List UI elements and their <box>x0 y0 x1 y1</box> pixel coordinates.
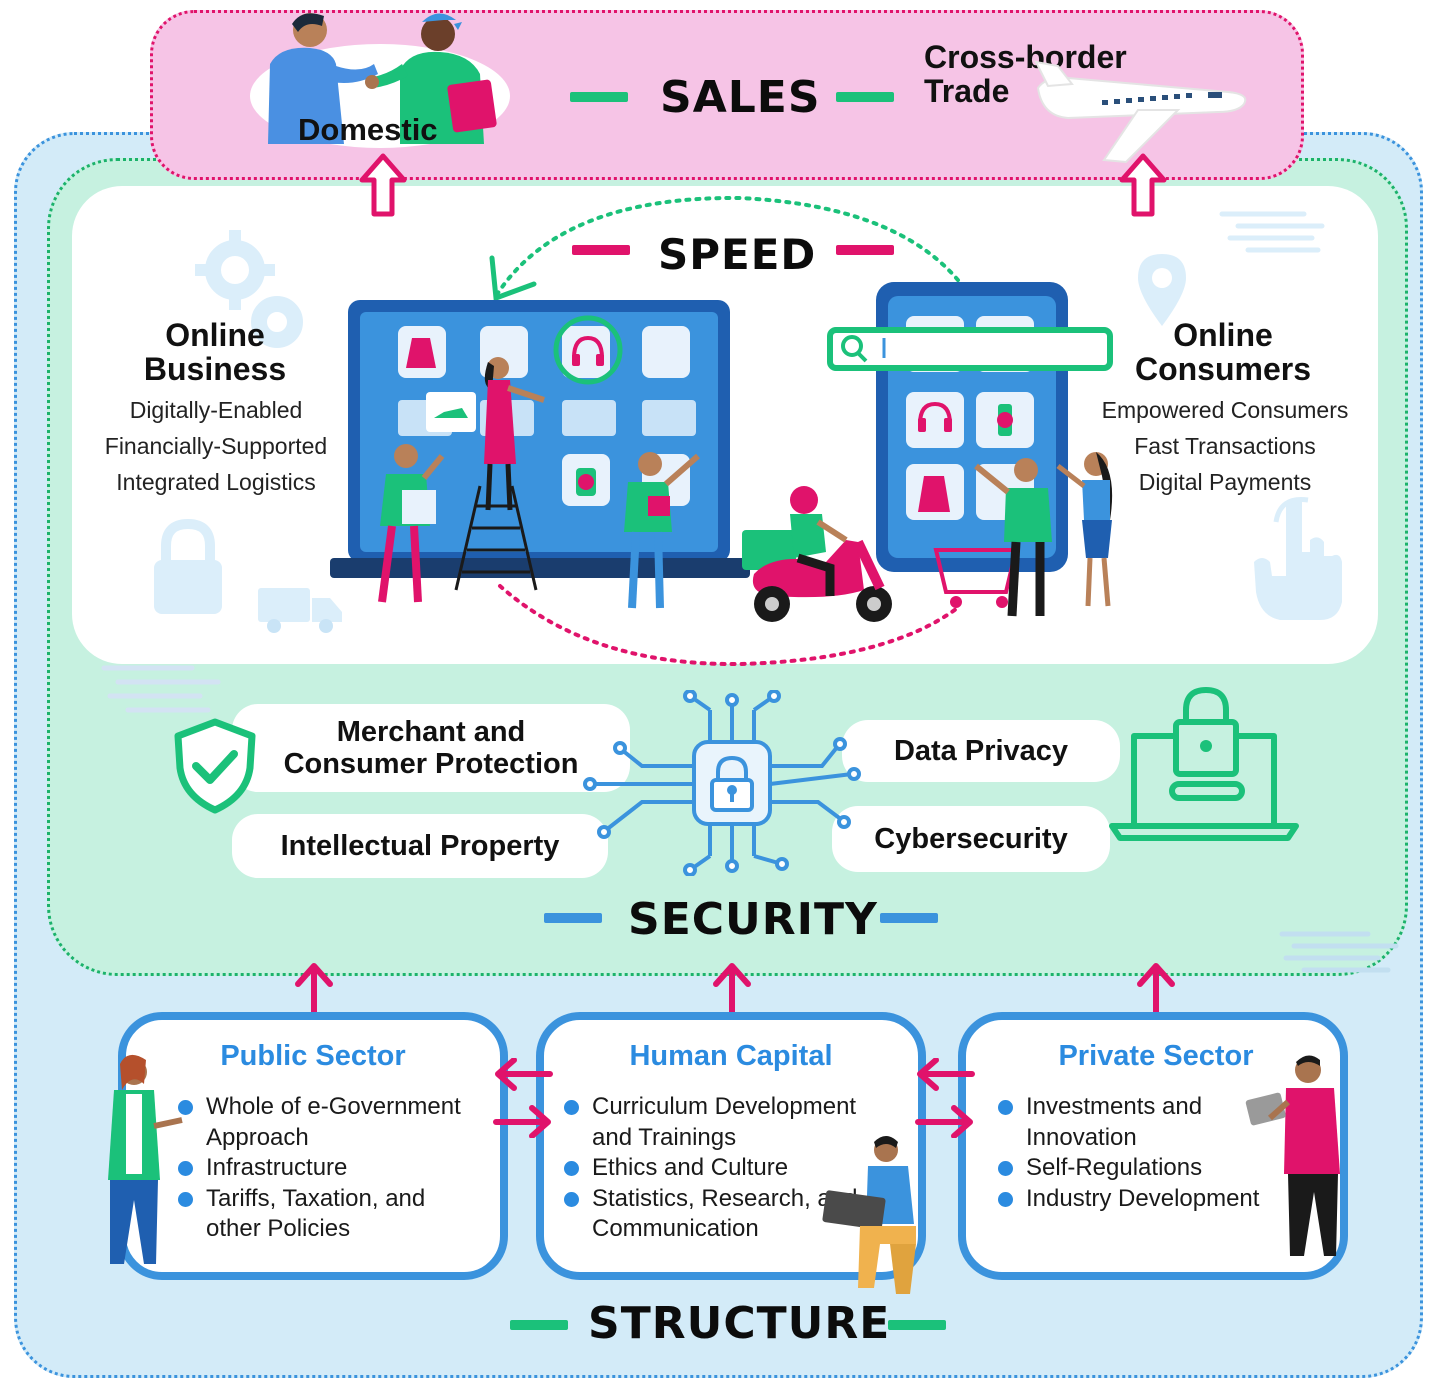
private-sector-item: Industry Development <box>994 1184 1290 1215</box>
up-arrow-icon <box>295 963 333 1022</box>
man-tablet-illustration <box>1245 1055 1340 1256</box>
public-sector-title: Public Sector <box>220 1040 406 1072</box>
online-consumers-item: Fast Transactions <box>1134 433 1316 459</box>
online-business-title: Online Business <box>143 317 287 387</box>
speed-dash-left <box>572 245 630 255</box>
laptop-lock-icon <box>1109 687 1299 841</box>
structure-dash-right <box>888 1320 946 1330</box>
human-capital-item: Ethics and Culture <box>560 1153 862 1184</box>
human-capital-item: Statistics, Research, and Communication <box>560 1184 862 1245</box>
data-privacy: Data Privacy <box>842 720 1120 782</box>
security-dash-left <box>544 913 602 923</box>
human-capital-title: Human Capital <box>629 1040 833 1072</box>
exchange-arrows-icon <box>493 1058 553 1138</box>
public-sector-item: Infrastructure <box>174 1153 474 1184</box>
public-sector-item: Tariffs, Taxation, and other Policies <box>174 1184 474 1245</box>
online-business-item: Financially-Supported <box>104 433 328 459</box>
circuit-lock-icon <box>583 690 861 876</box>
structure-dash-left <box>510 1320 568 1330</box>
up-arrow-icon <box>359 153 407 217</box>
hand-tap-icon <box>1254 496 1342 620</box>
public-sector-box <box>118 1012 508 1280</box>
airplane-icon <box>1034 60 1247 164</box>
online-business-list: Digitally-Enabled Financially-Supported … <box>86 392 346 500</box>
structure-title: STRUCTURE <box>588 1298 891 1349</box>
private-sector-title: Private Sector <box>1058 1040 1254 1072</box>
woman-figure-illustration <box>108 1054 183 1264</box>
security-dash-right <box>880 913 938 923</box>
cross-border-label: Cross-border Trade <box>924 39 1127 109</box>
merchant-consumer-protection: Merchant and Consumer Protection <box>232 704 630 792</box>
online-consumers-title: Online Consumers <box>1134 317 1312 387</box>
intellectual-property: Intellectual Property <box>232 814 608 878</box>
speed-dash-right <box>836 245 894 255</box>
lock-icon <box>154 518 222 614</box>
tablet-store-illustration <box>827 282 1113 617</box>
sales-dash-right <box>836 92 894 102</box>
online-consumers-list: Empowered Consumers Fast Transactions Di… <box>1090 392 1360 500</box>
online-consumers-item: Digital Payments <box>1138 469 1312 495</box>
human-capital-list: Curriculum Development and Trainings Eth… <box>560 1092 862 1245</box>
human-capital-item: Curriculum Development and Trainings <box>560 1092 862 1153</box>
private-sector-box <box>958 1012 1348 1280</box>
online-business-item: Integrated Logistics <box>116 469 316 495</box>
exchange-arrows-icon <box>915 1058 975 1138</box>
speed-cycle-arrows <box>489 195 972 667</box>
online-business-item: Digitally-Enabled <box>129 397 303 423</box>
public-sector-item: Whole of e-Government Approach <box>174 1092 474 1153</box>
man-laptop-illustration <box>822 1136 916 1294</box>
location-pin-icon <box>1138 254 1186 326</box>
cybersecurity: Cybersecurity <box>832 806 1110 872</box>
security-title: SECURITY <box>628 894 878 945</box>
laptop-store-illustration <box>330 300 750 609</box>
gear-icon <box>195 230 303 348</box>
sales-title: SALES <box>660 72 821 123</box>
private-sector-item: Self-Regulations <box>994 1153 1290 1184</box>
sales-dash-left <box>570 92 628 102</box>
speed-title: SPEED <box>658 230 817 279</box>
domestic-label: Domestic <box>298 112 438 147</box>
lines-icon <box>1279 931 1399 973</box>
public-sector-list: Whole of e-Government Approach Infrastru… <box>174 1092 474 1245</box>
up-arrow-icon <box>713 963 751 1022</box>
up-arrow-icon <box>1137 963 1175 1022</box>
private-sector-list: Investments and Innovation Self-Regulati… <box>994 1092 1290 1214</box>
shield-check-icon <box>174 718 256 814</box>
truck-icon <box>258 588 342 633</box>
online-consumers-item: Empowered Consumers <box>1101 397 1349 423</box>
lines-icon <box>101 665 221 713</box>
up-arrow-icon <box>1119 153 1167 217</box>
handshake-illustration <box>250 13 510 148</box>
lines-icon <box>1219 211 1325 253</box>
scooter-rider-illustration <box>742 486 892 622</box>
private-sector-item: Investments and Innovation <box>994 1092 1290 1153</box>
